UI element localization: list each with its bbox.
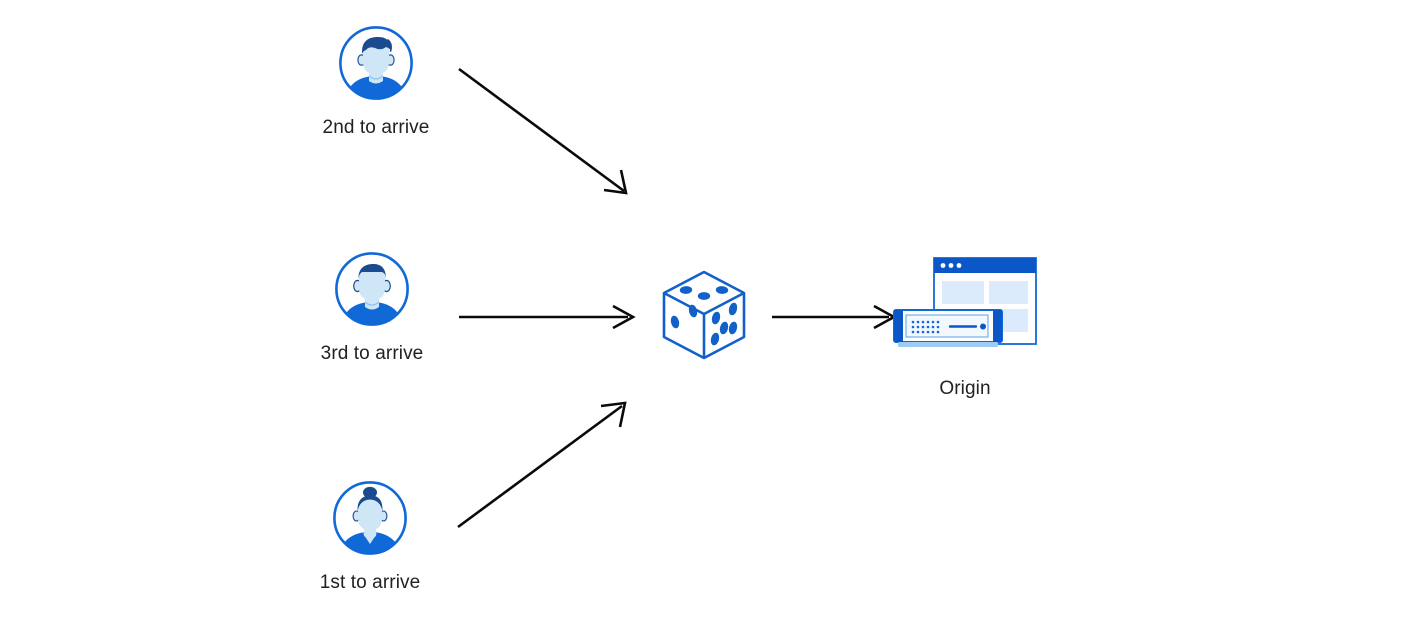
node-randomizer[interactable] xyxy=(658,266,750,364)
arrow-1st-to-dice xyxy=(457,401,627,529)
node-label-client-2nd: 2nd to arrive xyxy=(322,117,430,138)
dice-top-pips xyxy=(679,286,729,300)
node-client-2nd[interactable]: 2nd to arrive xyxy=(312,24,440,140)
avatar-wrap-3rd xyxy=(308,250,436,328)
node-label-client-3rd: 3rd to arrive xyxy=(320,343,424,364)
node-origin[interactable]: Origin xyxy=(890,254,1040,401)
avatar-wrap-2nd xyxy=(312,24,440,102)
server-vent-dots xyxy=(911,320,940,334)
dice-left-pips xyxy=(670,304,698,329)
user-avatar-icon xyxy=(339,26,413,100)
node-label-origin: Origin xyxy=(939,378,991,399)
dice-icon xyxy=(662,270,746,360)
arrow-3rd-to-dice xyxy=(459,304,636,330)
node-client-3rd[interactable]: 3rd to arrive xyxy=(308,250,436,366)
dice-right-pips xyxy=(710,302,738,346)
origin-server-icon xyxy=(893,257,1037,347)
node-label-client-1st: 1st to arrive xyxy=(319,572,421,593)
user-avatar-icon xyxy=(335,252,409,326)
arrow-dice-to-origin xyxy=(772,304,897,330)
server-device-icon xyxy=(893,309,1003,347)
arrow-2nd-to-dice xyxy=(458,67,628,195)
node-client-1st[interactable]: 1st to arrive xyxy=(306,479,434,595)
avatar-wrap-1st xyxy=(306,479,434,557)
user-avatar-icon xyxy=(333,481,407,555)
